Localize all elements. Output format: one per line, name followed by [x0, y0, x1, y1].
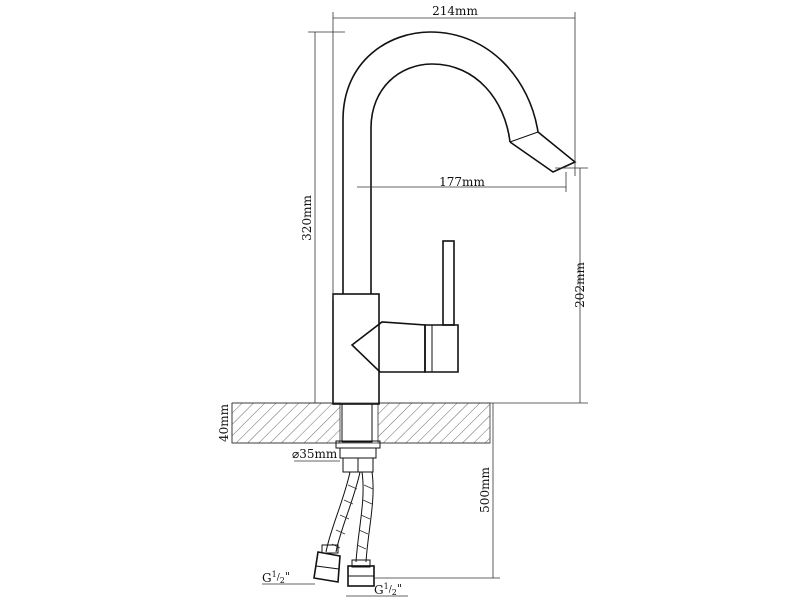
right-connection-g: G: [374, 583, 384, 597]
right-connection-sup: 1: [384, 582, 389, 591]
left-connection-slash: /: [277, 573, 281, 583]
total-height-label: 320mm: [300, 195, 314, 241]
left-connection-g: G: [262, 571, 272, 585]
dimension-lines: [231, 12, 588, 597]
right-connection-sub: 2: [392, 588, 397, 597]
mounting-assembly: [313, 403, 381, 587]
left-connection-label: G1/2": [262, 570, 290, 585]
counter-thickness-label: 40mm: [217, 403, 231, 442]
hose-length-label: 500mm: [478, 467, 492, 513]
right-connection-quote: ": [397, 582, 402, 595]
countertop: [231, 402, 491, 444]
right-connection-slash: /: [389, 585, 393, 595]
diameter-symbol: ⌀: [292, 447, 299, 461]
faucet-body: [332, 31, 577, 405]
top-width-label: 214mm: [432, 4, 478, 18]
left-connection-sup: 1: [272, 570, 277, 579]
hole-diameter-value: 35mm: [299, 447, 338, 461]
spout-height-label: 202mm: [573, 262, 587, 308]
spout-reach-label: 177mm: [439, 175, 485, 189]
left-connection-quote: ": [285, 570, 290, 583]
right-connection-label: G1/2": [374, 582, 402, 597]
hole-diameter-label: ⌀35mm: [292, 447, 338, 461]
left-connection-sub: 2: [280, 576, 285, 585]
